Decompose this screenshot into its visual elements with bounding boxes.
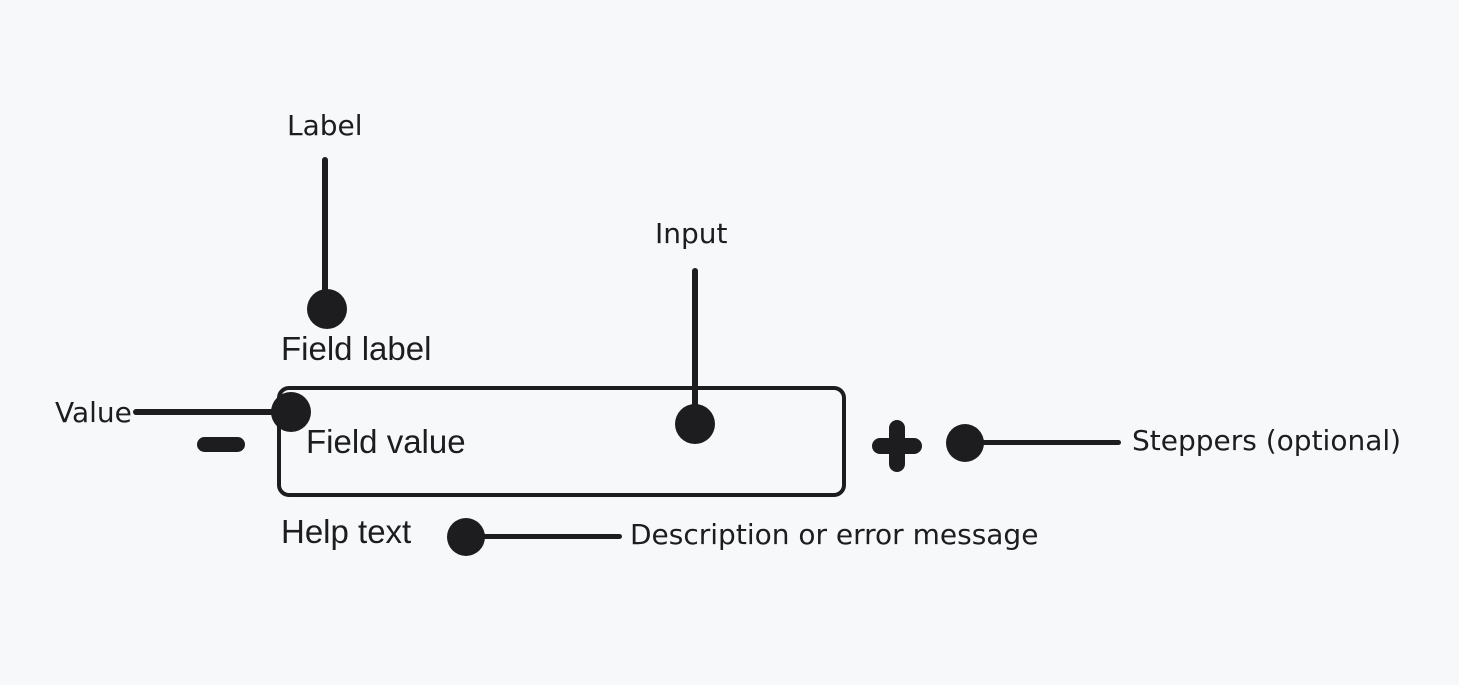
- minus-icon[interactable]: [197, 437, 245, 452]
- plus-icon[interactable]: [872, 420, 922, 472]
- steppers-leader-line: [981, 440, 1121, 445]
- value-leader-dot: [271, 392, 311, 432]
- input-leader-dot: [675, 404, 715, 444]
- label-leader-line: [322, 157, 328, 297]
- help-leader-dot: [447, 518, 485, 556]
- annotation-steppers: Steppers (optional): [1132, 424, 1402, 457]
- input-leader-line: [692, 268, 698, 424]
- annotation-input: Input: [655, 217, 728, 250]
- annotation-description: Description or error message: [630, 518, 1039, 551]
- annotation-value: Value: [55, 396, 132, 429]
- help-leader-line: [482, 534, 622, 539]
- label-leader-dot: [307, 289, 347, 329]
- field-input[interactable]: [277, 386, 846, 497]
- value-leader-line: [133, 409, 285, 415]
- field-label: Field label: [281, 330, 432, 367]
- annotation-label: Label: [287, 109, 363, 142]
- help-text: Help text: [281, 513, 412, 550]
- field-value-text: Field value: [306, 423, 466, 460]
- steppers-leader-dot: [946, 424, 984, 462]
